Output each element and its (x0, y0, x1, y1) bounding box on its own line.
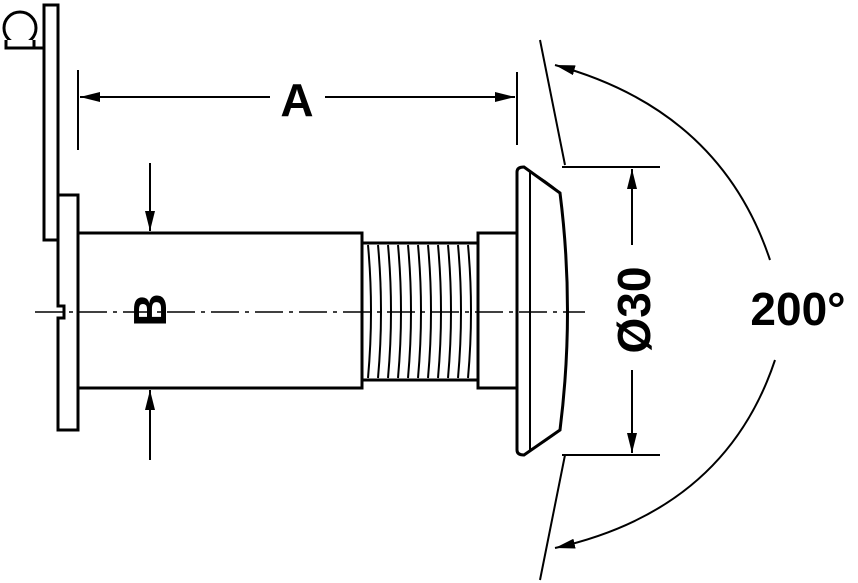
dimension-b-label: B (124, 293, 176, 326)
dimension-a-label: A (280, 74, 313, 126)
angle-label: 200° (750, 283, 845, 335)
tube-body (76, 231, 364, 390)
dimension-a (77, 70, 518, 150)
collar (476, 231, 519, 390)
cover-flap (2, 3, 60, 242)
lens-head (515, 165, 569, 457)
diameter-label: Ø30 (608, 267, 660, 354)
dimension-diameter (562, 166, 660, 456)
dimension-angle (539, 39, 776, 581)
